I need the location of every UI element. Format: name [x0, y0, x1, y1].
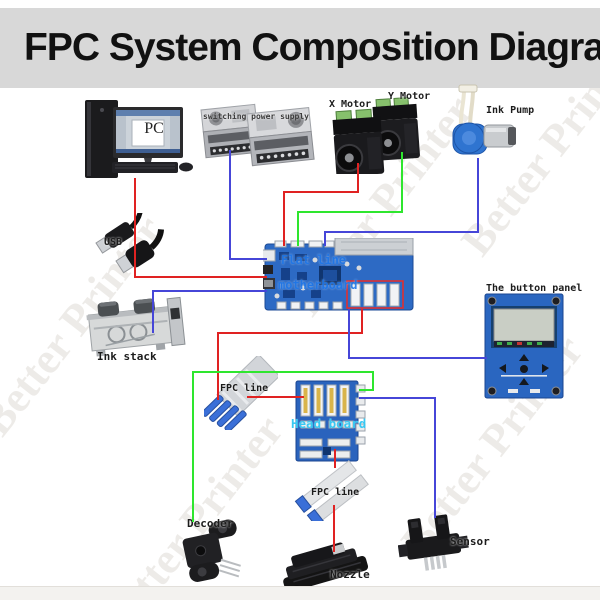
usb-label: USB	[104, 237, 123, 248]
x-motor-label: X Motor	[329, 99, 372, 110]
fpc-line-lower-label: FPC line	[311, 487, 360, 498]
y-motor-label: Y Motor	[388, 91, 431, 102]
mainboard-icon	[263, 238, 414, 311]
pc-label: PC	[144, 120, 164, 137]
button-panel-icon	[484, 293, 564, 399]
head-board-label: Head board	[291, 416, 367, 431]
power-supply-icon	[200, 103, 315, 167]
ink-pump-icon	[452, 84, 516, 155]
nozzle-icon	[283, 542, 369, 597]
button-panel-label: The button panel	[486, 283, 583, 294]
nozzle-label: Nozzle	[330, 568, 370, 581]
pc-icon	[85, 100, 193, 178]
page-title: FPC System Composition Diagram	[24, 26, 600, 69]
wire-xmotor-to-mainboard	[283, 163, 359, 246]
mainboard-label-line1: Flat line	[281, 253, 347, 267]
fpc-line-upper-label: FPC line	[220, 383, 269, 394]
sensor-label: Sensor	[450, 535, 490, 548]
title-band: FPC System Composition Diagram	[0, 8, 600, 88]
decoder-icon	[182, 519, 241, 582]
bottom-strip	[0, 586, 600, 600]
ink-pump-label: Ink Pump	[486, 105, 535, 116]
sensor-icon	[398, 514, 469, 571]
power-supply-label: switching power supply	[203, 112, 309, 121]
usb-cable-icon	[95, 213, 165, 274]
wire-mainboard-to-panel	[348, 309, 487, 359]
decoder-label: Decoder	[187, 517, 234, 530]
ink-stack-label: Ink stack	[97, 350, 157, 363]
mainboard-label-line2: motherboard	[278, 278, 358, 292]
